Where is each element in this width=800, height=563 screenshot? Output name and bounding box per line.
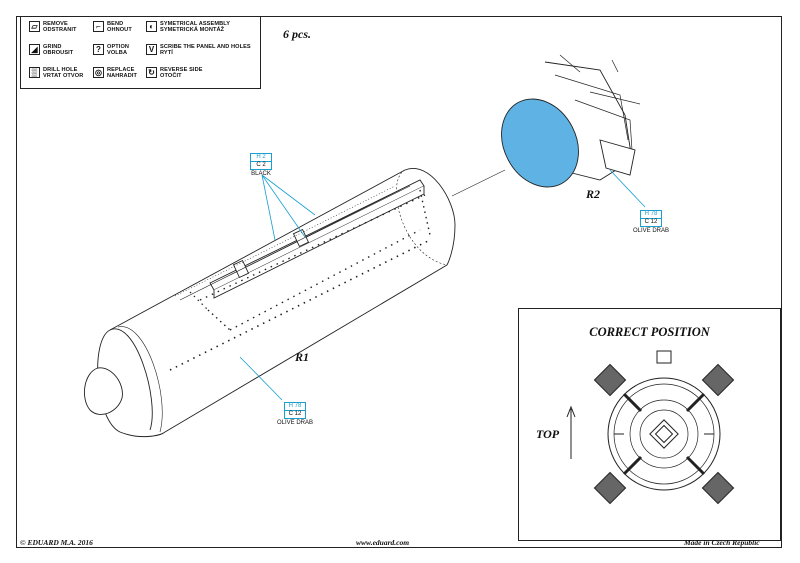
footer-website[interactable]: www.eduard.com — [356, 538, 410, 547]
drill-icon: ▒ — [29, 67, 40, 78]
footer-copyright: © EDUARD M.A. 2016 — [20, 538, 93, 547]
replace-icon: ◎ — [93, 67, 104, 78]
symmetrical-icon: ◐ — [146, 21, 157, 32]
quantity-label: 6 pcs. — [283, 27, 311, 41]
option-icon: ? — [93, 44, 104, 55]
cylinder-r1 — [83, 167, 456, 438]
drawing-frame — [16, 16, 782, 548]
scribe-icon: V — [146, 44, 157, 55]
footer-origin: Made in Czech Republic — [684, 538, 760, 547]
bend-icon: ⌐ — [93, 21, 104, 32]
top-arrow-and-fitting — [566, 350, 735, 505]
inset-title: CORRECT POSITION — [589, 325, 710, 339]
end-cap-r2 — [501, 54, 641, 188]
reverse-icon: ↻ — [146, 67, 157, 78]
correct-position-inset: CORRECT POSITION TOP — [518, 308, 781, 541]
remove-icon: ▱ — [29, 21, 40, 32]
part-label-r1: R1 — [295, 350, 310, 364]
top-label: TOP — [536, 427, 560, 441]
part-label-r2: R2 — [586, 187, 601, 201]
grind-icon: ◢ — [29, 44, 40, 55]
